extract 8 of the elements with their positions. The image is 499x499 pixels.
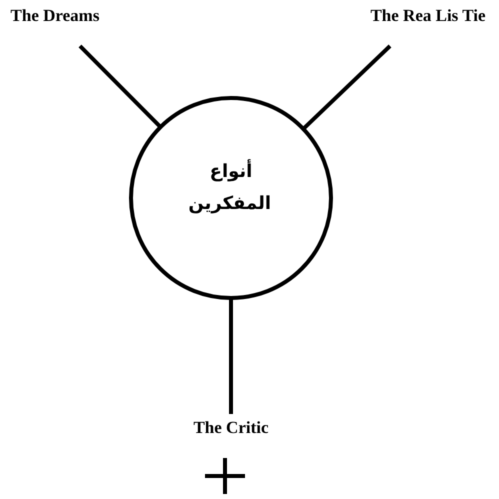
thinker-types-circle <box>129 96 333 300</box>
type-label: The Critic <box>160 414 302 444</box>
type-label: The Rea Lis Tie <box>358 2 498 46</box>
type-label: The Dreams <box>2 2 108 46</box>
connector-line <box>302 44 392 130</box>
connector-line <box>78 44 162 128</box>
connector-line <box>229 298 233 414</box>
circle-text: أنواع المفكرين <box>191 158 271 216</box>
